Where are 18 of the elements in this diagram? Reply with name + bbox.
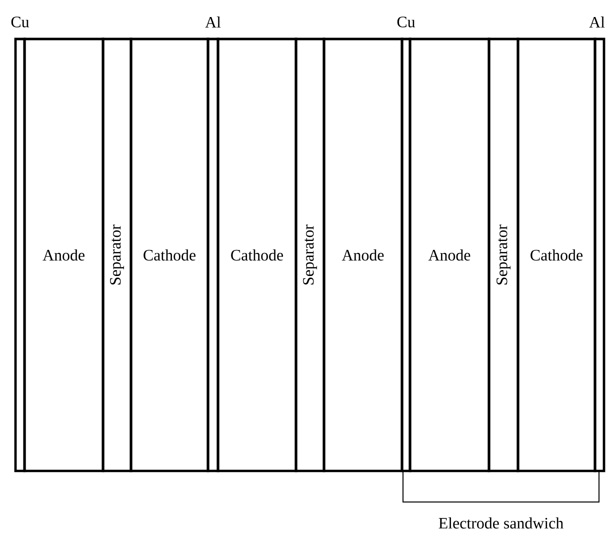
electrode-layer: Cathode (216, 38, 298, 472)
foil-label: Cu (11, 16, 30, 28)
electrode-layer: Cathode (130, 38, 210, 472)
separator-layer: Separator (102, 38, 132, 472)
foil-label: Al (589, 16, 605, 28)
electrode-layer: Anode (23, 38, 104, 472)
foil-layer (14, 38, 26, 472)
foil-layer (206, 38, 220, 472)
electrode-layer: Anode (408, 38, 490, 472)
separator-layer: Separator (488, 38, 520, 472)
foil-label: Al (205, 16, 221, 28)
bracket-label: Electrode sandwich (438, 517, 564, 529)
foil-label: Cu (397, 16, 416, 28)
electrode-layer: Cathode (516, 38, 596, 472)
foil-layer (594, 38, 606, 472)
foil-layer (400, 38, 412, 472)
electrode-layer: Anode (322, 38, 404, 472)
separator-layer: Separator (294, 38, 326, 472)
